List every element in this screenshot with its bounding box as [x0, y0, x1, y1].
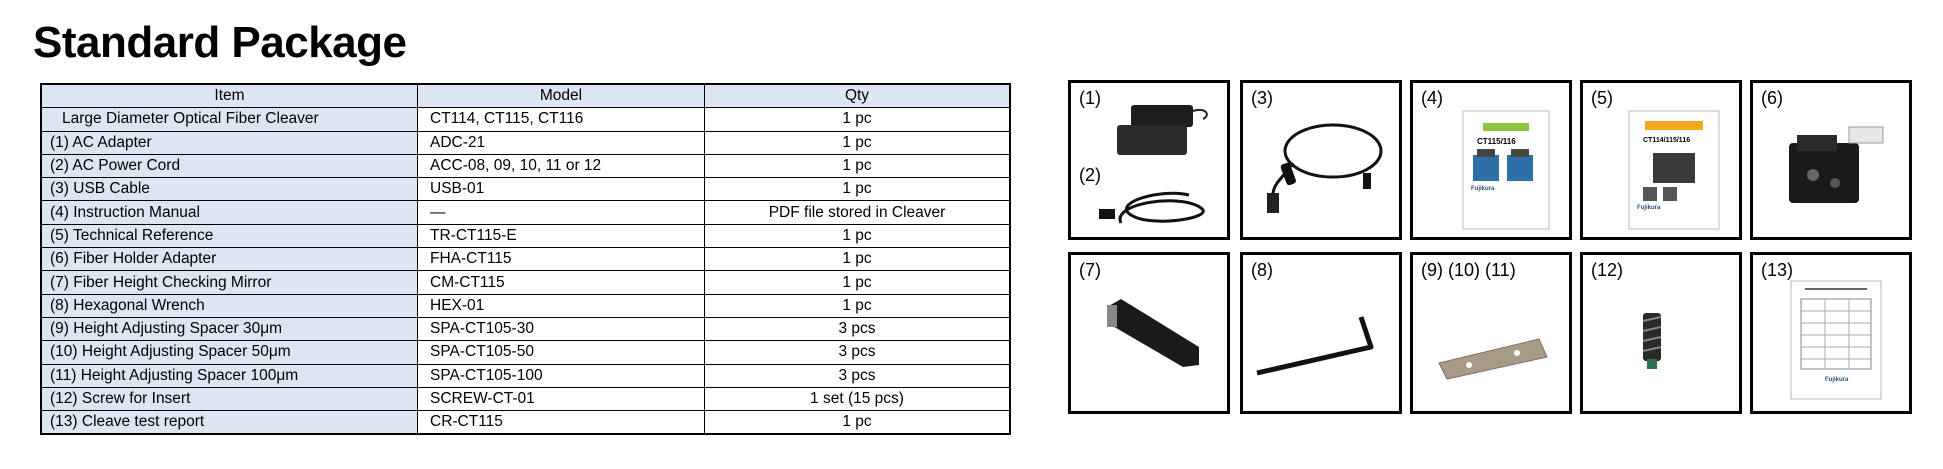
- item-cell: (1) AC Adapter: [40, 130, 418, 155]
- model-cell: CT114, CT115, CT116: [417, 107, 705, 132]
- item-cell: (5) Technical Reference: [40, 223, 418, 249]
- table-row: (11) Height Adjusting Spacer 100μm SPA-C…: [40, 363, 1011, 388]
- model-cell: USB-01: [417, 177, 705, 202]
- photo-cleave-test-report: (13) Fujikura: [1750, 252, 1912, 414]
- qty-cell: 3 pcs: [704, 316, 1011, 342]
- technical-reference-icon: [1628, 110, 1720, 230]
- item-cell: (10) Height Adjusting Spacer 50μm: [40, 340, 418, 365]
- photo-hex-wrench: (8): [1240, 252, 1402, 414]
- spacer-shim-icon: [1438, 338, 1548, 380]
- header-qty: Qty: [704, 83, 1011, 109]
- item-cell: (4) Instruction Manual: [40, 200, 418, 225]
- photo-label: (3): [1251, 88, 1273, 108]
- model-cell: HEX-01: [417, 293, 705, 318]
- model-cell: CR-CT115: [417, 410, 705, 435]
- item-cell: (6) Fiber Holder Adapter: [40, 247, 418, 272]
- photo-label: (6): [1761, 88, 1783, 108]
- qty-cell: PDF file stored in Cleaver: [704, 200, 1011, 225]
- manual-logo: Fujikura: [1471, 186, 1495, 192]
- fiber-holder-adapter-icon: [1789, 126, 1884, 203]
- item-cell: (2) AC Power Cord: [40, 153, 418, 179]
- photo-usb-cable: (3): [1240, 80, 1402, 240]
- table-row: (12) Screw for Insert SCREW-CT-01 1 set …: [40, 386, 1011, 412]
- table-row: (5) Technical Reference TR-CT115-E 1 pc: [40, 223, 1011, 249]
- model-cell: ADC-21: [417, 130, 705, 155]
- qty-cell: 1 pc: [704, 177, 1011, 202]
- photo-label: (7): [1079, 260, 1101, 280]
- photo-label: (1): [1079, 88, 1101, 108]
- model-cell: CM-CT115: [417, 270, 705, 295]
- hex-wrench-icon: [1256, 316, 1374, 376]
- model-cell: SPA-CT105-100: [417, 363, 705, 388]
- qty-cell: 1 pc: [704, 153, 1011, 179]
- item-cell: (9) Height Adjusting Spacer 30μm: [40, 316, 418, 342]
- table-row: (7) Fiber Height Checking Mirror CM-CT11…: [40, 270, 1011, 295]
- model-cell: SPA-CT105-50: [417, 340, 705, 365]
- checking-mirror-icon: [1107, 299, 1199, 367]
- qty-cell: 1 pc: [704, 247, 1011, 272]
- table-row: (13) Cleave test report CR-CT115 1 pc: [40, 410, 1011, 435]
- table-row: (3) USB Cable USB-01 1 pc: [40, 177, 1011, 202]
- photo-label: (12): [1591, 260, 1624, 280]
- reference-doc-title: CT114/115/116: [1643, 137, 1691, 144]
- package-table: Item Model Qty Large Diameter Optical Fi…: [40, 83, 1011, 436]
- photo-label: (8): [1251, 260, 1273, 280]
- table-header-row: Item Model Qty: [40, 83, 1011, 109]
- qty-cell: 1 set (15 pcs): [704, 386, 1011, 412]
- photo-label: (4): [1421, 88, 1443, 108]
- table-row: (10) Height Adjusting Spacer 50μm SPA-CT…: [40, 340, 1011, 365]
- photo-label: (5): [1591, 88, 1613, 108]
- item-cell: (13) Cleave test report: [40, 410, 418, 435]
- photo-label: (9) (10) (11): [1421, 260, 1516, 280]
- table-row: (4) Instruction Manual — PDF file stored…: [40, 200, 1011, 225]
- item-cell: (7) Fiber Height Checking Mirror: [40, 270, 418, 295]
- qty-cell: 3 pcs: [704, 340, 1011, 365]
- model-cell: FHA-CT115: [417, 247, 705, 272]
- qty-cell: 1 pc: [704, 130, 1011, 155]
- report-logo: Fujikura: [1825, 377, 1849, 383]
- model-cell: TR-CT115-E: [417, 223, 705, 249]
- photo-technical-reference: (5) CT114/115/116 Fujikura: [1580, 80, 1742, 240]
- table-row: (8) Hexagonal Wrench HEX-01 1 pc: [40, 293, 1011, 318]
- qty-cell: 1 pc: [704, 410, 1011, 435]
- qty-cell: 1 pc: [704, 270, 1011, 295]
- item-cell: (12) Screw for Insert: [40, 386, 418, 412]
- table-row: (9) Height Adjusting Spacer 30μm SPA-CT1…: [40, 316, 1011, 342]
- item-cell: (11) Height Adjusting Spacer 100μm: [40, 363, 418, 388]
- photo-height-spacers: (9) (10) (11): [1410, 252, 1572, 414]
- table-row: Large Diameter Optical Fiber Cleaver CT1…: [40, 107, 1011, 132]
- qty-cell: 3 pcs: [704, 363, 1011, 388]
- instruction-manual-icon: [1462, 110, 1550, 230]
- ac-adapter-icon: [1099, 105, 1208, 224]
- screw-icon: [1642, 313, 1662, 369]
- qty-cell: 1 pc: [704, 223, 1011, 249]
- model-cell: SPA-CT105-30: [417, 316, 705, 342]
- photo-instruction-manual: (4) CT115/116 Fujikura: [1410, 80, 1572, 240]
- photo-label: (13): [1761, 260, 1794, 280]
- photo-fiber-holder-adapter: (6): [1750, 80, 1912, 240]
- header-model: Model: [417, 83, 705, 109]
- reference-logo: Fujikura: [1637, 205, 1661, 211]
- page-title: Standard Package: [33, 18, 407, 67]
- table-row: (6) Fiber Holder Adapter FHA-CT115 1 pc: [40, 247, 1011, 272]
- item-cell: (8) Hexagonal Wrench: [40, 293, 418, 318]
- table-row: (2) AC Power Cord ACC-08, 09, 10, 11 or …: [40, 153, 1011, 179]
- manual-doc-title: CT115/116: [1477, 137, 1516, 146]
- photo-label: (2): [1079, 165, 1101, 185]
- qty-cell: 1 pc: [704, 293, 1011, 318]
- usb-cable-icon: [1267, 123, 1383, 213]
- table-row: (1) AC Adapter ADC-21 1 pc: [40, 130, 1011, 155]
- cleave-test-report-icon: [1790, 280, 1882, 400]
- photo-ac-adapter: (1) (2): [1068, 80, 1230, 240]
- model-cell: SCREW-CT-01: [417, 386, 705, 412]
- header-item: Item: [40, 83, 418, 109]
- item-cell: Large Diameter Optical Fiber Cleaver: [40, 107, 418, 132]
- model-cell: ACC-08, 09, 10, 11 or 12: [417, 153, 705, 179]
- photo-screw: (12): [1580, 252, 1742, 414]
- item-cell: (3) USB Cable: [40, 177, 418, 202]
- model-cell: —: [417, 200, 705, 225]
- photo-checking-mirror: (7): [1068, 252, 1230, 414]
- qty-cell: 1 pc: [704, 107, 1011, 132]
